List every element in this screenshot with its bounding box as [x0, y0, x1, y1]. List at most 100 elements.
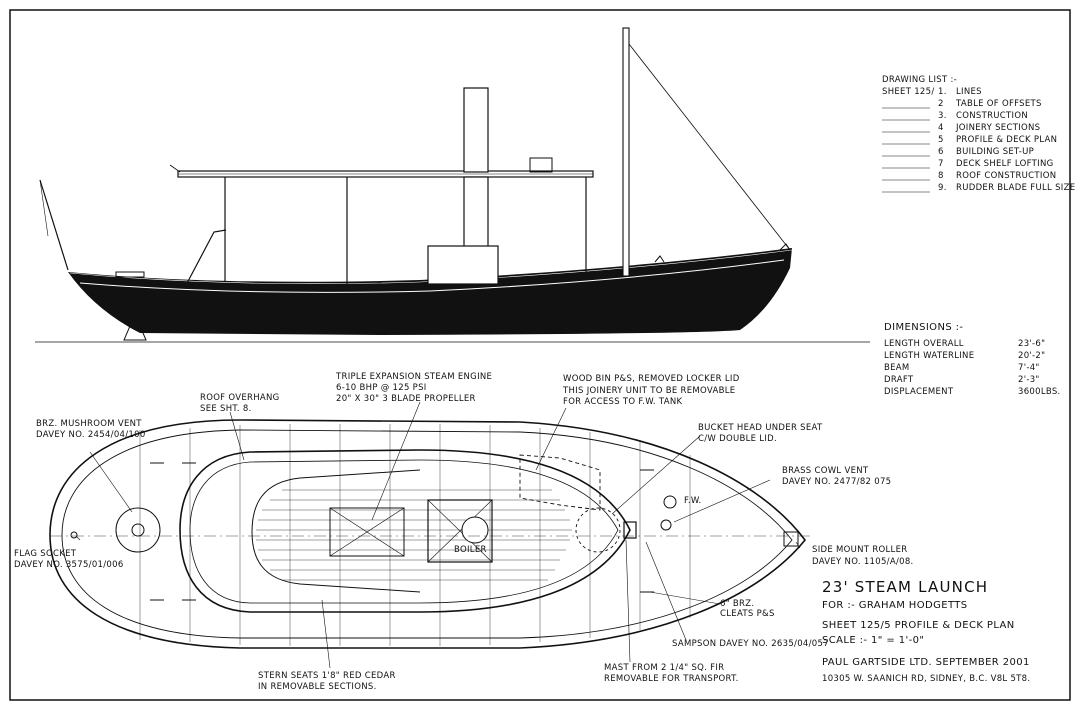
callout-flag-socket: FLAG SOCKET: [14, 549, 77, 559]
callout-sampson: SAMPSON DAVEY NO. 2635/04/057: [672, 639, 829, 649]
callout-mast: REMOVABLE FOR TRANSPORT.: [604, 674, 739, 684]
drawing-list-label: LINES: [956, 87, 982, 97]
callout-mast: MAST FROM 2 1/4" SQ. FIR: [604, 663, 724, 673]
dimension-label: BEAM: [884, 363, 910, 373]
callout-engine: 20" X 30" 3 BLADE PROPELLER: [336, 394, 476, 404]
deck-plan-view: [49, 401, 810, 669]
callout-stern-seats: STERN SEATS 1'8" RED CEDAR: [258, 671, 396, 681]
dimension-label: DRAFT: [884, 375, 914, 385]
stern-flagstaff: [39, 179, 69, 271]
drawing-list: DRAWING LIST :- SHEET 125/ 1. LINES 2 TA…: [882, 75, 1075, 193]
callout-bucket-head: C/W DOUBLE LID.: [698, 434, 777, 444]
drawing-list-heading: DRAWING LIST :-: [882, 75, 957, 85]
dimensions-heading: DIMENSIONS :-: [884, 322, 963, 333]
drawing-list-label: RUDDER BLADE FULL SIZE: [956, 183, 1075, 193]
drawing-list-num: 6: [938, 147, 944, 157]
drawing-list-num: 4: [938, 123, 944, 133]
drawing-list-label: PROFILE & DECK PLAN: [956, 135, 1057, 145]
rub-rail: [69, 249, 793, 285]
flag-line: [39, 179, 49, 237]
drawing-list-num: 2: [938, 99, 944, 109]
callout-bucket-head: BUCKET HEAD UNDER SEAT: [698, 423, 823, 433]
cleats-plan: [150, 462, 654, 601]
bow-roller-plan: [783, 531, 799, 547]
cowl-vent-profile: [529, 157, 553, 173]
callouts: TRIPLE EXPANSION STEAM ENGINE 6-10 BHP @…: [14, 372, 914, 692]
callout-bow-roller: SIDE MOUNT ROLLER: [812, 545, 907, 555]
drawing-list-sheet-label: SHEET 125/: [882, 87, 935, 97]
plan-title: 23' STEAM LAUNCH: [822, 578, 988, 596]
engine-box: [329, 507, 405, 557]
dimension-value: 23'-6": [1018, 339, 1045, 349]
cockpit-coaming: [179, 449, 631, 613]
callout-fw: F.W.: [684, 496, 702, 506]
frame-stations: [139, 424, 691, 646]
drawing-list-label: ROOF CONSTRUCTION: [956, 171, 1056, 181]
stern-rail: [184, 229, 227, 288]
leader-lines: [75, 401, 801, 669]
deck-edge: [61, 429, 793, 639]
callout-roof-overhang: SEE SHT. 8.: [200, 404, 252, 414]
wood-bin: [519, 454, 601, 511]
callout-cowl-vent: DAVEY NO. 2477/82 075: [782, 477, 891, 487]
skeg: [123, 325, 147, 341]
dimension-label: LENGTH OVERALL: [884, 339, 964, 349]
designer-line: PAUL GARTSIDE LTD. SEPTEMBER 2001: [822, 657, 1030, 668]
mast-step-plan: [623, 521, 637, 539]
client-line: FOR :- GRAHAM HODGETTS: [822, 600, 968, 611]
funnel: [463, 87, 489, 173]
drawing-list-num: 1.: [938, 87, 947, 97]
sheet-border: [9, 9, 1071, 701]
drawing-list-num: 7: [938, 159, 944, 169]
dimension-label: DISPLACEMENT: [884, 387, 954, 397]
callout-cleats: 6" BRZ.: [720, 599, 754, 609]
callout-mushroom-vent: DAVEY NO. 2454/04/100: [36, 430, 146, 440]
profile-view: [35, 27, 870, 343]
callout-engine: 6-10 BHP @ 125 PSI: [336, 383, 427, 393]
callout-mushroom-vent: BRZ. MUSHROOM VENT: [36, 419, 142, 429]
drawing-list-rules: [882, 107, 930, 193]
roof-stanchions: [224, 177, 587, 285]
sheet-line: SHEET 125/5 PROFILE & DECK PLAN: [822, 620, 1015, 631]
drawing-list-label: JOINERY SECTIONS: [955, 123, 1040, 133]
dimension-value: 7'-4": [1018, 363, 1040, 373]
drawing-list-num: 5: [938, 135, 944, 145]
floorboards: [256, 489, 572, 581]
dimensions-table: DIMENSIONS :- LENGTH OVERALL 23'-6" LENG…: [884, 322, 1061, 397]
callout-cleats: CLEATS P&S: [720, 609, 775, 619]
callout-stern-seats: IN REMOVABLE SECTIONS.: [258, 682, 377, 692]
forestay: [628, 43, 791, 251]
callout-wood-bin: FOR ACCESS TO F.W. TANK: [563, 397, 683, 407]
flag-socket-plan: [70, 531, 78, 539]
drawing-list-label: CONSTRUCTION: [956, 111, 1028, 121]
callout-flag-socket: DAVEY NO. 3575/01/006: [14, 560, 124, 570]
callout-wood-bin: THIS JOINERY UNIT TO BE REMOVABLE: [562, 386, 735, 396]
drawing-list-label: BUILDING SET-UP: [956, 147, 1034, 157]
scale-line: SCALE :- 1" = 1'-0": [822, 635, 924, 646]
sheer-stripe: [79, 259, 785, 293]
funnel-plan: [461, 516, 489, 544]
drawing-list-num: 8: [938, 171, 944, 181]
address-line: 10305 W. SAANICH RD, SIDNEY, B.C. V8L 5T…: [822, 674, 1030, 684]
cowl-vent-plan: [663, 495, 677, 509]
callout-boiler: BOILER: [454, 545, 487, 555]
dimension-label: LENGTH WATERLINE: [884, 351, 974, 361]
drawing-list-num: 3.: [938, 111, 947, 121]
callout-cowl-vent: BRASS COWL VENT: [782, 466, 869, 476]
stern-hatch: [115, 271, 145, 278]
callout-bow-roller: DAVEY NO. 1105/A/08.: [812, 557, 914, 567]
drawing-list-label: TABLE OF OFFSETS: [955, 99, 1042, 109]
boiler-casing: [427, 245, 499, 285]
callout-engine: TRIPLE EXPANSION STEAM ENGINE: [335, 372, 492, 382]
callout-roof-overhang: ROOF OVERHANG: [200, 393, 280, 403]
mushroom-vent-plan: [115, 507, 161, 553]
dimension-value: 3600LBS.: [1018, 387, 1061, 397]
dimension-value: 20'-2": [1018, 351, 1045, 361]
fw-tank-plan: [575, 507, 621, 553]
mast: [622, 27, 630, 277]
title-block: 23' STEAM LAUNCH FOR :- GRAHAM HODGETTS …: [822, 578, 1030, 684]
dimension-value: 2'-3": [1018, 375, 1040, 385]
callout-wood-bin: WOOD BIN P&S, REMOVED LOCKER LID: [563, 374, 740, 384]
